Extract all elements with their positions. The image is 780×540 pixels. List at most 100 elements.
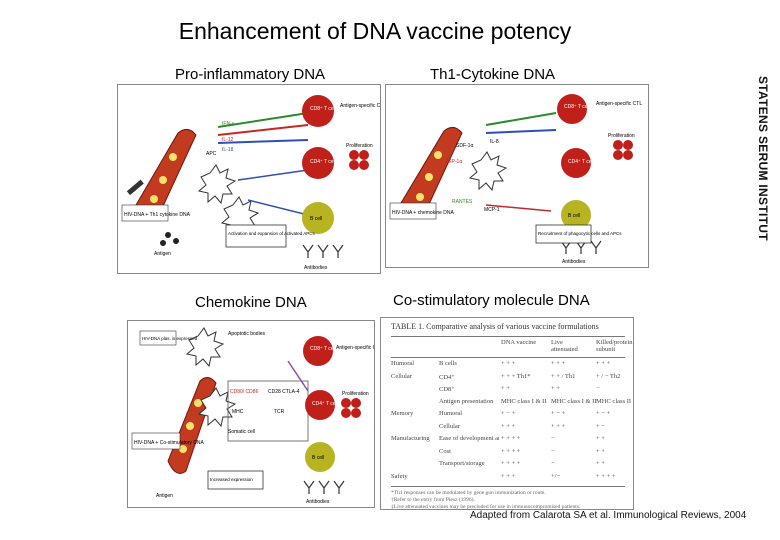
table-cell: + + + [551,360,565,367]
table-cell: + + [596,448,605,455]
table-cell: MHC class II [596,398,631,405]
table-cell: + + [551,385,560,392]
apc-cell-icon [199,165,235,203]
table-row: Cellular+ + ++ + ++ − [391,423,625,434]
table-cell: + + [596,460,605,467]
diagram-label: B cell [568,213,580,219]
table-cell: + + + + [501,460,521,467]
table-row: HumoralB cells+ + ++ + ++ + + [391,360,625,371]
column-header: Killed/protein subunit [596,339,634,353]
diagram-label: Antibodies [562,259,586,265]
column-header: DNA vaccine [501,339,541,346]
table-cell: + − + [551,410,565,417]
table-cell: − [551,448,555,455]
column-header: Live attenuated [551,339,591,353]
table-cell: − [596,385,600,392]
panel-chemokine: HIV-DNA + Co-stimulatory DNA HIV-DNA pla… [127,320,375,508]
diagram-label: CD8⁺ T cell [564,104,590,110]
citation: Adapted from Calarota SA et al. Immunolo… [470,510,746,521]
diagram-label: Increased expression [210,477,253,482]
table-cell: + + + [596,360,610,367]
diagram-label: MIP-1α [446,159,462,165]
diagram-label: IL-12 [222,137,234,143]
antibody-icon [303,245,343,258]
antibody-icon [304,481,344,494]
table-cell: + + + Th1* [501,373,530,380]
diagram-label: HIV-DNA + chemokine DNA [392,210,454,216]
diagram-label: Antibodies [304,265,328,271]
label-th1-cytokine: Th1-Cytokine DNA [430,66,555,83]
diagram-label: IFN-γ [222,121,235,127]
label-co-stimulatory: Co-stimulatory molecule DNA [393,292,590,309]
table-cell: + + [501,385,510,392]
table-cell: MHC class I & II [501,398,547,405]
diagram-label: CD8⁺ T cell [310,346,336,352]
table-rule [391,336,625,337]
diagram-label: CD80/ CD86 [230,389,259,395]
table-cell: + + + [501,360,515,367]
diagram-label: Proliferation [342,391,369,397]
table-row: Safety+ + ++/−+ + + + [391,473,625,484]
syringe-icon [127,180,144,195]
row-label: CD4⁺ [439,373,499,381]
diagram-label: Antigen [154,251,171,257]
diagram-label: CD4⁺ T cell [312,401,338,407]
diagram-label: Somatic cell [228,429,255,435]
diagram-label: Antibodies [306,499,330,505]
table-cell: MHC class I & II [551,398,597,405]
diagram-label: HIV-DNA + Co-stimulatory DNA [134,440,205,446]
diagram-label: CD4⁺ T cell [310,159,336,165]
diagram-label: Antigen [156,493,173,499]
table-cell: + + + + [596,473,616,480]
table-cell: − [551,460,555,467]
table-row: CD8⁺+ ++ +− [391,385,625,396]
row-label: CD8⁺ [439,385,499,393]
table-footnote: †Refer to the entry from Piesz (1996). [391,497,475,503]
table-cell: + + + + [501,448,521,455]
table-cell: + − + [501,410,515,417]
panel-comparison-table: TABLE 1. Comparative analysis of various… [380,317,634,510]
diagram-label: HIV-DNA plas. is expressed [142,336,198,341]
diagram-label: Antigen-specific CTL [596,101,642,107]
diagram-label: HIV-DNA + Th1 cytokine DNA [124,212,191,218]
diagram-label: CD28 CTLA-4 [268,389,300,395]
label-pro-inflammatory: Pro-inflammatory DNA [175,66,325,83]
table-row: Transport/storage+ + + +−+ + [391,460,625,471]
diagram-label: IL-8 [490,139,499,145]
panel-pro-inflammatory: HIV-DNA + Th1 cytokine DNA CD8⁺ T cell C… [117,84,381,274]
table-caption: TABLE 1. Comparative analysis of various… [391,322,599,331]
table-footnote: *Th1 responses can be modulated by gene … [391,490,546,496]
diagram-label: MCP-1 [484,207,500,213]
row-section: Manufacturing [391,435,430,442]
row-label: Cost [439,448,499,455]
apc-cell-icon [470,152,506,190]
row-section: Safety [391,473,408,480]
row-section: Humoral [391,360,414,367]
table-row: Cost+ + + + − + + [391,448,625,459]
institution-label: STATENS SERUM INSTITUT [756,76,774,276]
diagram-label: MHC [232,409,244,415]
table-cell: + − + [596,410,610,417]
table-row: CellularCD4⁺+ + + Th1*+ + / Th1+ / − Th2 [391,373,625,384]
table-cell: + + + [501,473,515,480]
diagram-label: CD8⁺ T cell [310,106,336,112]
table-cell: + + + [551,423,565,430]
slide-title: Enhancement of DNA vaccine potency [0,18,750,45]
label-chemokine: Chemokine DNA [195,294,307,311]
row-section: Memory [391,410,413,417]
table-rule [391,486,625,487]
row-label: Antigen presentation [439,398,499,405]
table-cell: + + + [501,423,515,430]
diagram-label: Recruitment of phagocytic cells and APCs [538,231,622,236]
diagram-label: IL-18 [222,147,234,153]
table-cell: + + + + [501,435,521,442]
table-cell: + / − Th2 [596,373,620,380]
row-label: Cellular [439,423,499,430]
row-label: Ease of development and production [439,435,499,442]
table-cell: + − [596,423,605,430]
diagram-label: B cell [312,455,324,461]
diagram-label: B cell [310,216,322,222]
diagram-label: Apoptotic bodies [228,331,265,337]
apc-cell-icon [187,328,223,366]
